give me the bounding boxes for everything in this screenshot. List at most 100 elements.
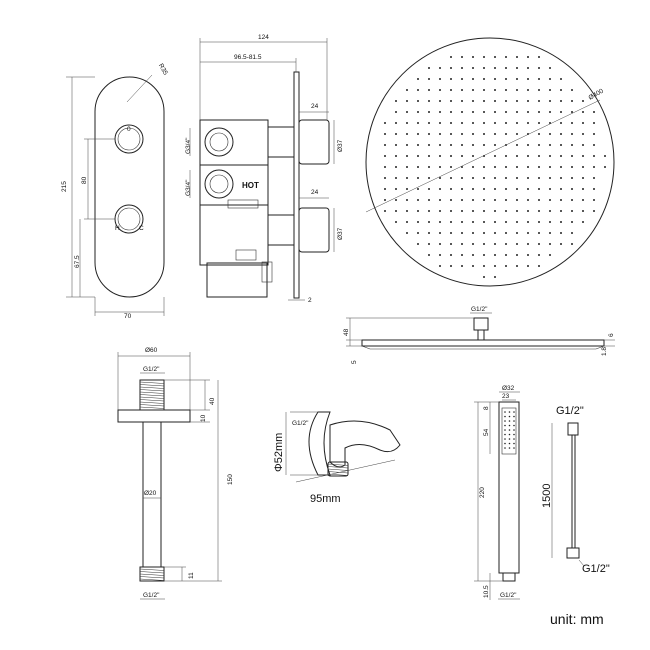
nozzle [472, 144, 474, 146]
nozzle [505, 78, 507, 80]
nozzle [549, 210, 551, 212]
nozzle [571, 188, 573, 190]
nozzle [527, 100, 529, 102]
handset-nozzle [504, 447, 506, 449]
nozzle [527, 111, 529, 113]
nozzle [604, 155, 606, 157]
nozzle [571, 243, 573, 245]
nozzle [472, 122, 474, 124]
nozzle [516, 166, 518, 168]
nozzle [483, 89, 485, 91]
nozzle [395, 155, 397, 157]
nozzle [571, 144, 573, 146]
nozzle [461, 254, 463, 256]
nozzle [571, 100, 573, 102]
nozzle [483, 100, 485, 102]
nozzle [582, 210, 584, 212]
rain-head-bottom-edge [361, 345, 605, 350]
nozzle [483, 111, 485, 113]
nozzle [461, 199, 463, 201]
diameter-leader [365, 99, 601, 213]
nozzle [417, 221, 419, 223]
nozzle [428, 133, 430, 135]
nozzle [593, 210, 595, 212]
nozzle [538, 67, 540, 69]
nozzle [560, 199, 562, 201]
nozzle [384, 188, 386, 190]
wall-plate [293, 71, 300, 299]
nozzle [461, 188, 463, 190]
nozzle [395, 199, 397, 201]
nozzle [450, 56, 452, 58]
nozzle [494, 166, 496, 168]
nozzle [494, 67, 496, 69]
nozzle [483, 210, 485, 212]
nozzle [527, 155, 529, 157]
upper-knob-mark: 0 [127, 126, 131, 133]
nozzle [428, 254, 430, 256]
nozzle [549, 177, 551, 179]
wall-outlet-drawing: Φ52mm G1/2" 95mm [273, 411, 401, 505]
nozzle [516, 155, 518, 157]
nozzle [461, 210, 463, 212]
nozzle [527, 177, 529, 179]
nozzle [428, 166, 430, 168]
thread-line [139, 578, 165, 581]
nozzle [494, 144, 496, 146]
nozzle [516, 133, 518, 135]
nozzle [560, 78, 562, 80]
radius-label: R35 [157, 63, 169, 77]
nozzle [417, 243, 419, 245]
nozzle [505, 155, 507, 157]
upper-inlet-port [204, 127, 234, 157]
nozzle [505, 210, 507, 212]
nozzle [604, 166, 606, 168]
nozzle [450, 100, 452, 102]
nozzle [450, 144, 452, 146]
nozzle [505, 89, 507, 91]
nozzle [494, 111, 496, 113]
nozzle [461, 78, 463, 80]
upper-outlet-stem [267, 126, 295, 158]
nozzle [571, 166, 573, 168]
handset-nozzle [504, 415, 506, 418]
nozzle [428, 155, 430, 157]
nozzle [439, 265, 441, 267]
nozzle [527, 243, 529, 245]
nozzle [527, 166, 529, 168]
hose-thread-top-label: G1/2" [556, 405, 584, 417]
wall-outlet-base [308, 411, 331, 476]
nozzle [384, 144, 386, 146]
lower-outlet-length-label: 24 [311, 189, 319, 196]
thread-line [139, 404, 165, 407]
nozzle [450, 199, 452, 201]
nozzle [538, 265, 540, 267]
nozzle [461, 100, 463, 102]
upper-outlet-length-label: 24 [311, 103, 319, 110]
nozzle [483, 166, 485, 168]
nozzle [593, 177, 595, 179]
nozzle [428, 67, 430, 69]
nozzle [406, 188, 408, 190]
nozzle [549, 254, 551, 256]
faceplate-drawing: 0 H C R35 215 80 67.5 70 [61, 63, 169, 320]
nozzle [527, 199, 529, 201]
nozzle [439, 254, 441, 256]
nozzle [472, 177, 474, 179]
thread-line [139, 384, 165, 387]
nozzle [516, 188, 518, 190]
nozzle [439, 144, 441, 146]
nozzle [593, 199, 595, 201]
handset-nozzle [508, 433, 511, 436]
lower-outlet-dia-label: Ø37 [337, 227, 344, 240]
nozzle [428, 89, 430, 91]
handset-top-label: 8 [483, 406, 490, 410]
handset-diameter-label: Ø32 [502, 385, 515, 392]
nozzle [483, 254, 485, 256]
nozzle [439, 111, 441, 113]
nozzle [428, 210, 430, 212]
nozzle [571, 177, 573, 179]
handset-bottom-label: 10.5 [483, 585, 490, 598]
nozzle [538, 221, 540, 223]
nozzle [571, 155, 573, 157]
